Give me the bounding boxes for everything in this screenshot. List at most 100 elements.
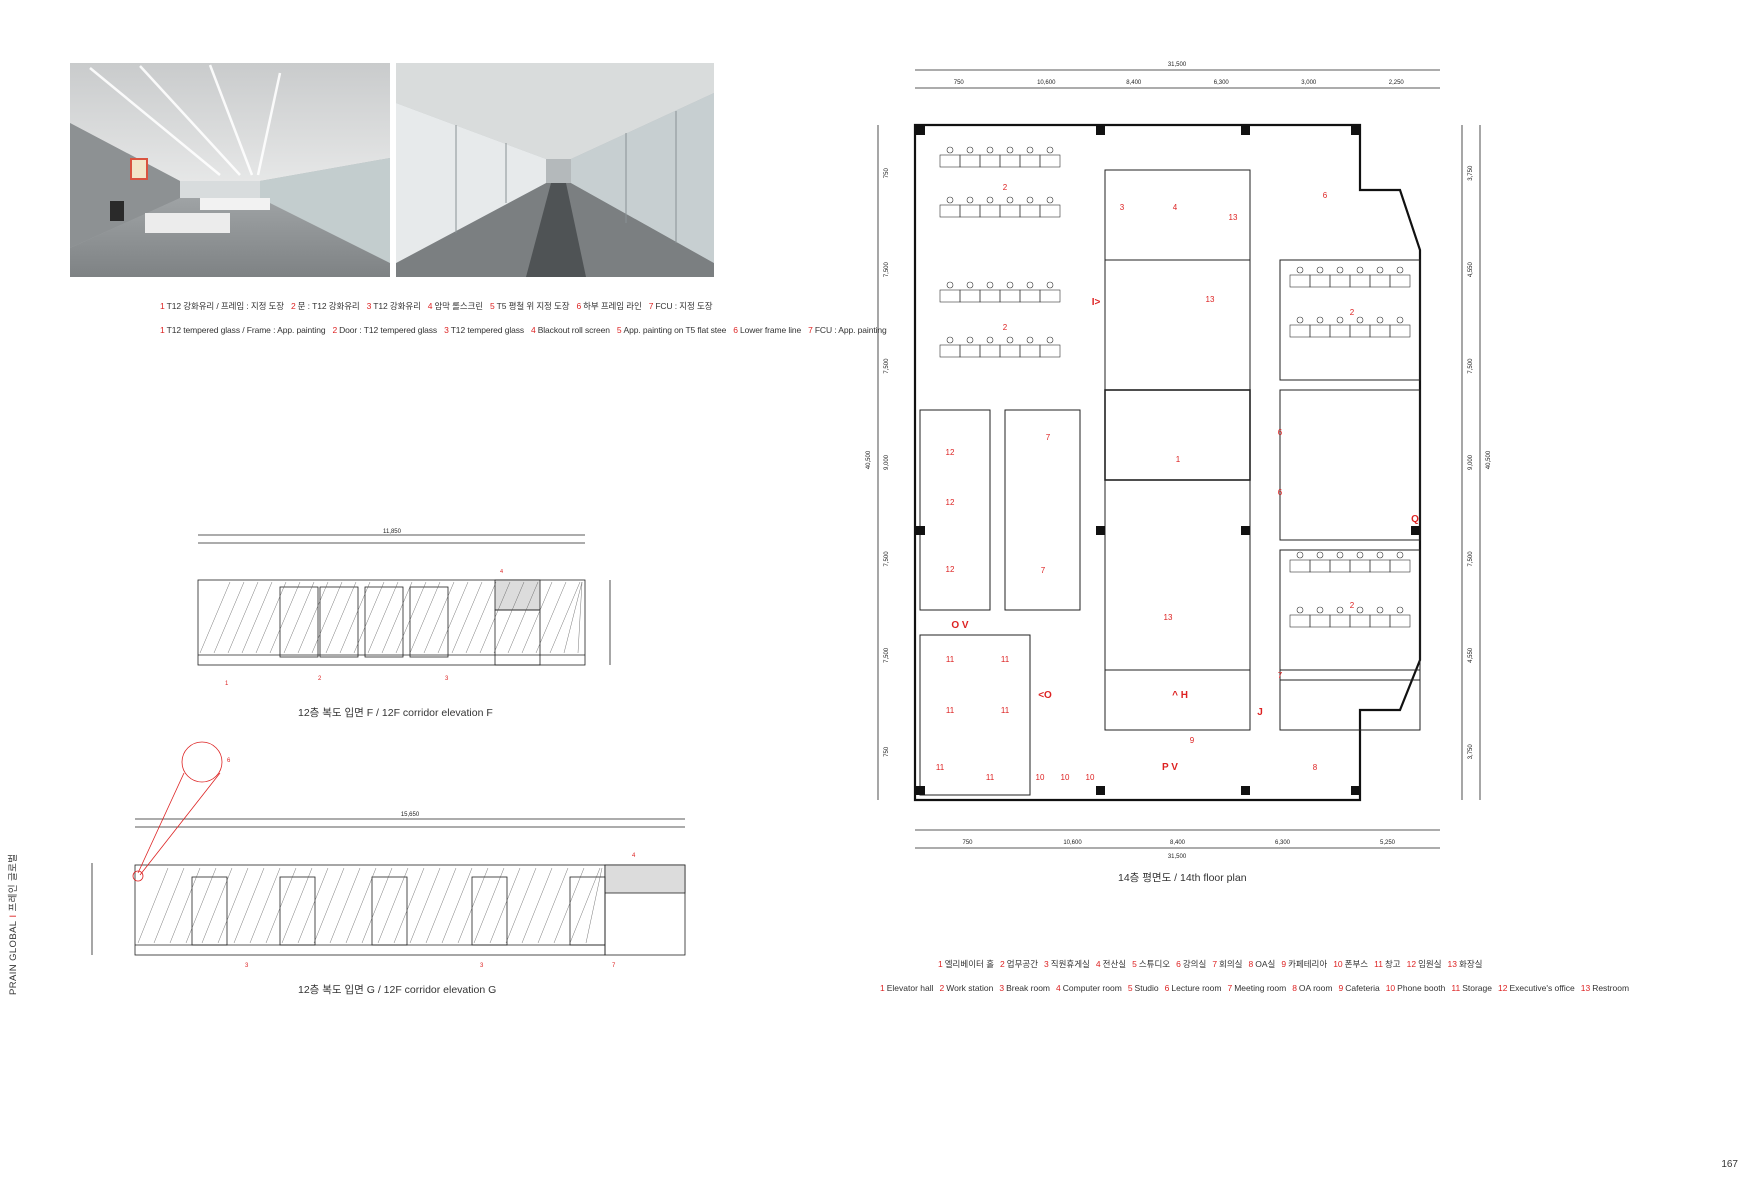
hatch-line bbox=[585, 867, 603, 944]
caption-en-text: Blackout roll screen bbox=[537, 325, 610, 335]
desk bbox=[959, 204, 981, 218]
chair bbox=[946, 336, 954, 344]
legend-en-num: 11 bbox=[1451, 983, 1461, 993]
desk bbox=[1369, 274, 1391, 288]
hatch-line bbox=[425, 867, 457, 944]
hatch-line bbox=[313, 867, 345, 944]
hatch-line bbox=[549, 581, 581, 654]
desk bbox=[999, 154, 1021, 168]
legend-en-text: Restroom bbox=[1592, 983, 1630, 993]
hatch-line bbox=[493, 581, 525, 654]
desk bbox=[1039, 204, 1061, 218]
hatch-line bbox=[465, 581, 497, 654]
plan-dim-bottom-3: 6,300 bbox=[1275, 840, 1291, 846]
hatch-line bbox=[535, 581, 567, 654]
desk bbox=[999, 204, 1021, 218]
view-marker: O V bbox=[951, 620, 969, 631]
chair bbox=[1356, 551, 1364, 559]
plan-dim-right-2: 7,500 bbox=[1468, 358, 1474, 374]
room-number-label: 12 bbox=[946, 448, 955, 457]
legend-ko-num: 13 bbox=[1447, 959, 1458, 969]
caption-ko-num: 1 bbox=[160, 301, 165, 311]
desk bbox=[1329, 559, 1351, 573]
caption-ko-num: 4 bbox=[427, 301, 433, 311]
chair bbox=[1336, 266, 1344, 274]
hatch-line bbox=[409, 867, 441, 944]
desk bbox=[1389, 324, 1411, 338]
column bbox=[1096, 526, 1105, 535]
elevation-f-drawing: 11,850 4 1 2 3 bbox=[197, 529, 611, 687]
chair bbox=[1026, 146, 1034, 154]
legend-ko-num: 5 bbox=[1132, 959, 1137, 969]
plan-dim-top-0: 750 bbox=[954, 80, 965, 86]
legend-ko-num: 2 bbox=[1000, 959, 1005, 969]
brand-korean: 프레인 글로벌 bbox=[8, 853, 19, 912]
room-number-label: 12 bbox=[946, 565, 955, 574]
hatch-line bbox=[241, 581, 273, 654]
caption-ko-text: FCU : 지정 도장 bbox=[655, 301, 713, 311]
plan-dim-right-3: 9,000 bbox=[1468, 454, 1474, 470]
hatch-line bbox=[473, 867, 505, 944]
chair bbox=[946, 281, 954, 289]
elevation-f-note-2: 2 bbox=[318, 676, 322, 682]
desk bbox=[1019, 289, 1041, 303]
desk bbox=[1329, 274, 1351, 288]
chair bbox=[1006, 336, 1014, 344]
room-number-label: 10 bbox=[1036, 773, 1045, 782]
chair bbox=[946, 196, 954, 204]
desk bbox=[939, 344, 961, 358]
plan-total-height-right: 40,500 bbox=[1486, 450, 1492, 469]
room-number-label: 8 bbox=[1313, 763, 1318, 772]
legend-en-num: 7 bbox=[1227, 983, 1233, 993]
desk bbox=[939, 204, 961, 218]
legend-ko-num: 8 bbox=[1248, 959, 1254, 969]
chair bbox=[966, 196, 974, 204]
caption-en-text: App. painting on T5 flat stee bbox=[623, 325, 727, 335]
floor-plan-title: 14층 평면도 / 14th floor plan bbox=[1118, 872, 1247, 884]
chair bbox=[1026, 336, 1034, 344]
legend-en-num: 12 bbox=[1498, 983, 1508, 993]
view-marker: ^ H bbox=[1172, 690, 1188, 701]
desk bbox=[1309, 324, 1331, 338]
room-number-label: 7 bbox=[1278, 671, 1283, 680]
chair bbox=[1296, 551, 1304, 559]
caption-en-num: 7 bbox=[808, 325, 813, 335]
desk bbox=[939, 289, 961, 303]
caption-ko-num: 7 bbox=[648, 301, 654, 311]
legend-en-text: Lecture room bbox=[1171, 983, 1222, 993]
desk bbox=[1369, 324, 1391, 338]
chair bbox=[1316, 551, 1324, 559]
plan-dim-right-5: 4,550 bbox=[1468, 647, 1474, 663]
hatch-line bbox=[381, 581, 413, 654]
hatch-line bbox=[393, 867, 425, 944]
legend-en-text: Cafeteria bbox=[1345, 983, 1380, 993]
chair bbox=[986, 336, 994, 344]
column bbox=[916, 126, 925, 135]
hatch-line bbox=[553, 867, 585, 944]
legend-en-num: 6 bbox=[1164, 983, 1170, 993]
plan-total-height-left: 40,500 bbox=[866, 450, 872, 469]
caption-ko-num: 5 bbox=[490, 301, 495, 311]
hatch-line bbox=[361, 867, 393, 944]
caption-en-num: 5 bbox=[616, 325, 622, 335]
side-brand: PRAIN GLOBALI프레인 글로벌 bbox=[5, 854, 19, 995]
plan-dim-top-5: 2,250 bbox=[1389, 80, 1405, 86]
plan-dim-bottom-0: 750 bbox=[962, 840, 973, 846]
plan-dim-right-4: 7,500 bbox=[1468, 551, 1474, 567]
room-number-label: 12 bbox=[946, 498, 955, 507]
desk bbox=[1349, 324, 1371, 338]
room-number-label: 2 bbox=[1350, 601, 1355, 610]
hatch-line bbox=[265, 867, 297, 944]
desk bbox=[979, 154, 1001, 168]
chair bbox=[1006, 146, 1014, 154]
elevation-g-note-3b: 3 bbox=[480, 963, 484, 969]
view-marker: Q bbox=[1411, 514, 1419, 525]
room-number-label: 11 bbox=[946, 655, 955, 664]
